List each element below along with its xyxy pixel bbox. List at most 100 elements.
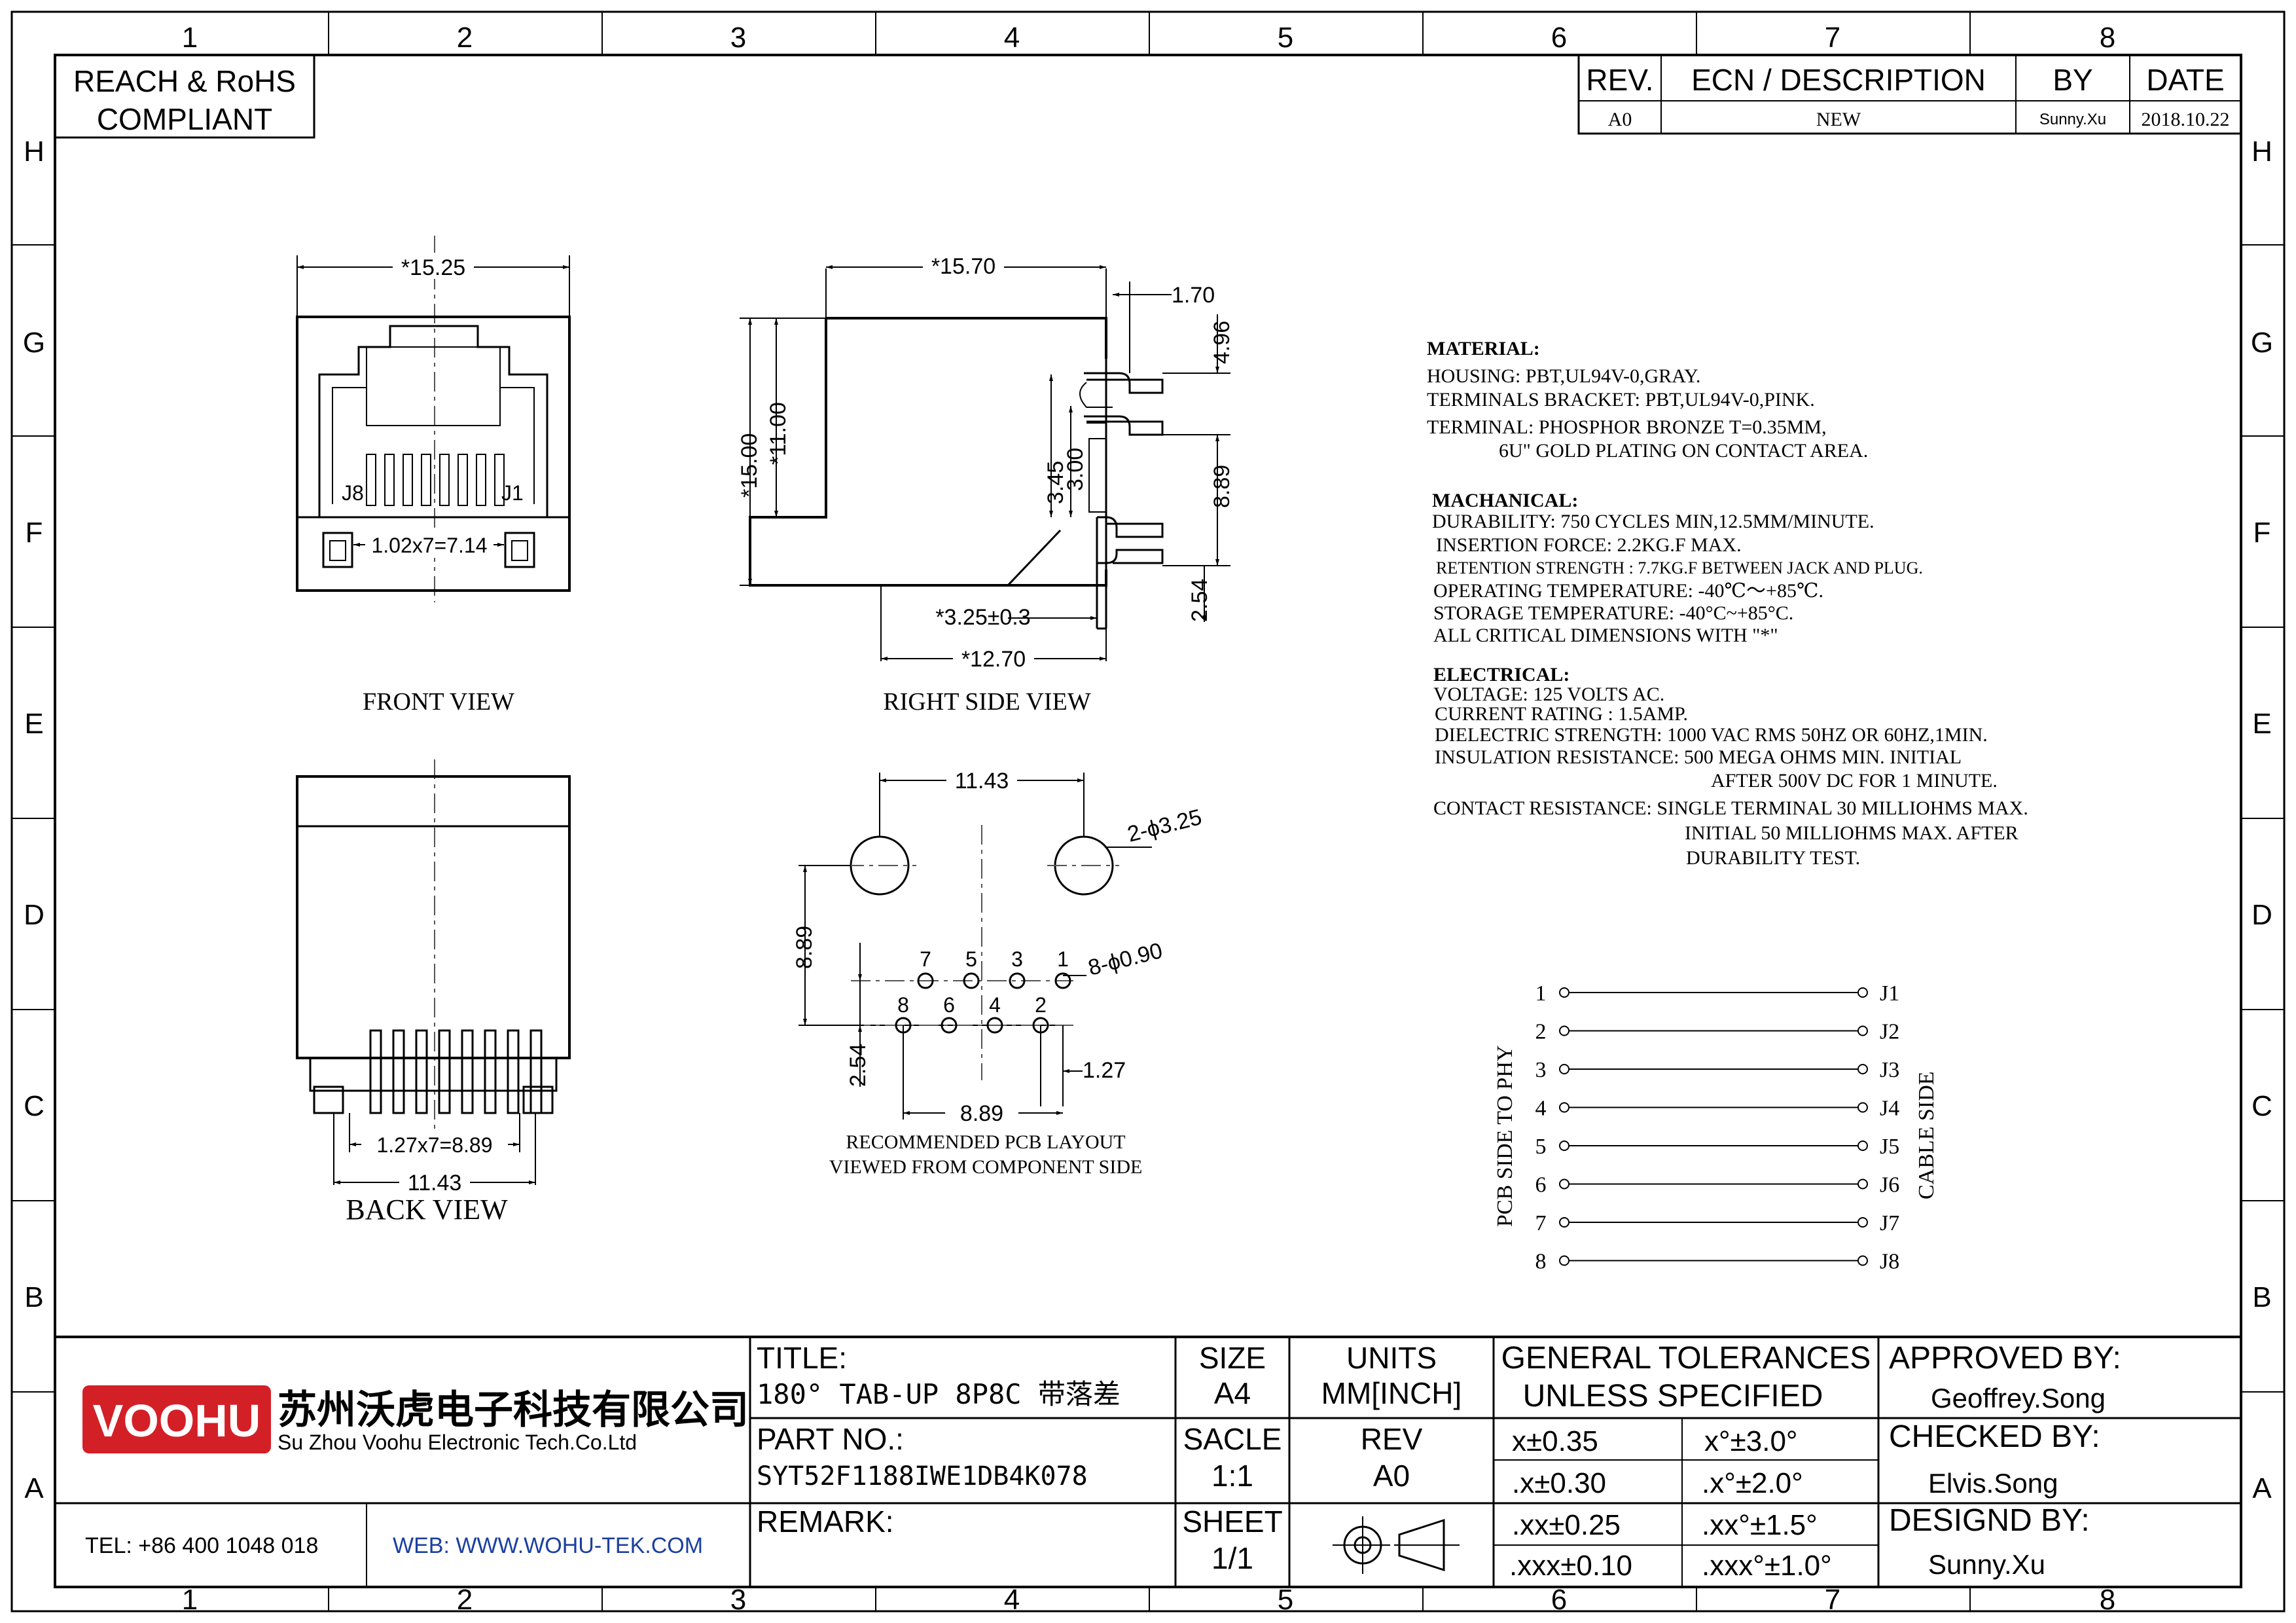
projection-symbol-icon [1333,1516,1460,1574]
size-value: A4 [1214,1376,1251,1410]
row-label-left: G [23,327,45,359]
row-label-left: H [24,136,45,168]
column-label-top: 6 [1551,22,1567,54]
back-pin [438,1029,451,1114]
pcb-dim-889-h: 8.89 [960,1101,1003,1126]
pcb-pin-label: 6 [943,993,955,1017]
back-pin [507,1029,520,1114]
front-housing [296,316,571,592]
tolerance-title-line2: UNLESS SPECIFIED [1523,1379,1823,1413]
wiring-pin-left: 2 [1535,1020,1547,1044]
specifications: MATERIAL: HOUSING: PBT,UL94V-0,GRAY. TER… [1427,338,2028,869]
wiring-node-left [1559,1025,1570,1036]
wiring-pin-right: J4 [1880,1097,1899,1121]
wiring-node-right [1857,987,1868,998]
front-view: J8 J1 *15.25 1.02x7=7.14 FRONT VIEW [296,236,571,716]
right-view-title: RIGHT SIDE VIEW [883,688,1090,716]
back-pin [484,1029,497,1114]
wiring-pin-right: J3 [1880,1058,1899,1082]
mechanical-line-1: INSERTION FORCE: 2.2KG.F MAX. [1436,534,1742,556]
company-name-en: Su Zhou Voohu Electronic Tech.Co.Ltd [278,1431,637,1454]
units-label: UNITS [1346,1341,1437,1375]
column-label-bottom: 8 [2100,1584,2115,1616]
wiring-pin-left: 6 [1535,1173,1547,1197]
row-label-left: C [24,1090,45,1122]
rev-label: REV [1361,1422,1423,1456]
material-line-2: TERMINAL: PHOSPHOR BRONZE T=0.35MM, [1427,416,1827,438]
mechanical-line-5: ALL CRITICAL DIMENSIONS WITH "*" [1433,625,1778,646]
mechanical-line-4: STORAGE TEMPERATURE: -40°C~+85°C. [1433,602,1793,624]
back-pin [461,1029,474,1114]
approved-value: Geoffrey.Song [1931,1383,2106,1413]
pcb-pin-bottom [941,1017,958,1034]
pcb-dim-pins: 8-ϕ0.90 [1086,938,1165,981]
wiring-node-left [1559,1217,1570,1228]
logo-badge [82,1385,271,1453]
row-label-left: E [24,708,43,740]
front-dim-width: *15.25 [401,255,465,280]
designed-label: DESIGND BY: [1889,1503,2090,1538]
wiring-pin-right: J6 [1880,1173,1899,1197]
wiring-pin-left: 8 [1535,1250,1547,1274]
pcb-pin-top [1054,972,1071,989]
wiring-pin-right: J2 [1880,1020,1899,1044]
right-dim-300: 3.00 [1063,448,1088,491]
electrical-line-1: CURRENT RATING : 1.5AMP. [1435,703,1688,725]
tolerance-3-linear: .xxx±0.10 [1509,1550,1632,1582]
front-contact [439,454,450,506]
part-value: SYT52F1188IWE1DB4K078 [757,1461,1088,1491]
pcb-title-line1: RECOMMENDED PCB LAYOUT [846,1131,1125,1153]
pcb-dim-top: 11.43 [955,769,1009,793]
wiring-node-right [1857,1217,1868,1228]
column-label-bottom: 5 [1278,1584,1293,1616]
front-contact [476,454,486,506]
row-label-left: B [24,1281,43,1313]
wiring-pin-left: 7 [1535,1211,1547,1235]
tolerance-title-line1: GENERAL TOLERANCES [1501,1341,1871,1376]
wiring-node-left [1559,1064,1570,1074]
row-label-right: B [2252,1281,2271,1313]
right-dim-tab: 1.70 [1172,283,1215,308]
scale-value: 1:1 [1211,1459,1253,1493]
wiring-node-left [1559,1255,1570,1266]
ecn-header: ECN / DESCRIPTION [1691,63,1986,97]
electrical-line-4: AFTER 500V DC FOR 1 MINUTE. [1711,770,1998,792]
wiring-pin-left: 1 [1535,981,1547,1006]
part-label: PART NO.: [757,1422,904,1456]
row-label-left: A [24,1472,44,1504]
front-contact [494,454,505,506]
electrical-title: ELECTRICAL: [1433,664,1570,685]
outer-border [10,10,2286,1613]
column-label-bottom: 4 [1004,1584,1020,1616]
column-label-bottom: 6 [1551,1584,1567,1616]
wiring-node-right [1857,1064,1868,1074]
sheet-label: SHEET [1182,1504,1282,1539]
back-pin [529,1029,543,1114]
row-label-right: H [2251,136,2272,168]
front-label-j8: J8 [342,481,364,505]
by-value: Sunny.Xu [2039,111,2106,128]
date-header: DATE [2146,63,2224,97]
by-header: BY [2053,63,2092,97]
pcb-pin-top [963,972,980,989]
wiring-node-left [1559,1140,1570,1151]
right-side-view: *15.70 1.70 4.96 8.89 2.54 3.45 3.00 *15… [737,253,1234,716]
column-label-bottom: 7 [1825,1584,1840,1616]
revision-table: REV. ECN / DESCRIPTION BY DATE A0 NEW Su… [1577,54,2242,135]
compliance-line2: COMPLIANT [97,102,272,136]
pcb-pin-label: 7 [920,947,931,971]
wiring-node-left [1559,987,1570,998]
back-dim-width: 11.43 [408,1171,462,1195]
right-dim-height: *15.00 [737,433,762,498]
date-value: 2018.10.22 [2142,109,2230,130]
pcb-pin-label: 3 [1011,947,1023,971]
material-line-1: TERMINALS BRACKET: PBT,UL94V-0,PINK. [1427,389,1815,410]
electrical-line-3: INSULATION RESISTANCE: 500 MEGA OHMS MIN… [1435,746,1962,768]
material-line-0: HOUSING: PBT,UL94V-0,GRAY. [1427,365,1700,387]
remark-label: REMARK: [757,1504,894,1539]
right-dim-inner-height: *11.00 [766,402,791,465]
